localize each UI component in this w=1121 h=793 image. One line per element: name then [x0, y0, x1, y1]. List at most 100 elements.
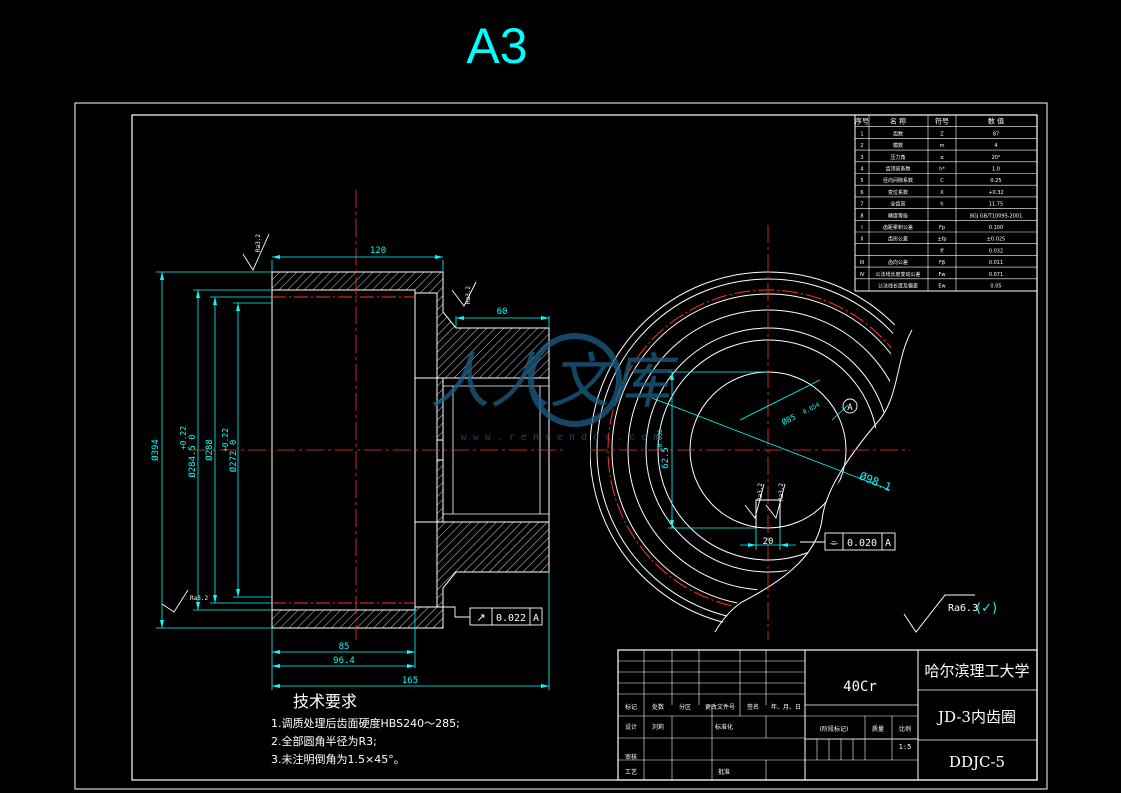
- params-cell: IV: [860, 272, 865, 278]
- scale-value: 1:5: [899, 743, 912, 751]
- symmetry-value: 0.020: [847, 538, 877, 549]
- school-name: 哈尔滨理工大学: [924, 662, 1029, 680]
- params-cell: 2: [860, 143, 863, 149]
- dim-85: 85: [339, 642, 350, 652]
- dim-120: 120: [370, 246, 386, 256]
- params-cell: 1.0: [992, 167, 1000, 173]
- params-cell: 4: [994, 143, 997, 149]
- dim-span: 62.5: [661, 447, 671, 469]
- title-block: [617, 649, 1038, 781]
- dim-key-width: 20: [763, 537, 774, 547]
- inner-border: [131, 114, 1038, 781]
- tech-item-2: 2.全部圆角半径为R3;: [271, 734, 377, 748]
- params-header-cell: 名 称: [890, 117, 906, 126]
- runout-value: 0.022: [496, 613, 526, 624]
- params-cell: 87: [993, 131, 999, 137]
- drawing-number: DDJC-5: [949, 753, 1005, 771]
- params-cell: 4: [860, 167, 863, 173]
- rough-mark-right: Ra3.2: [465, 286, 472, 304]
- standardize-label: 标准化: [715, 723, 733, 731]
- dim-60: 60: [497, 307, 508, 317]
- params-cell: 变位系数: [888, 189, 908, 196]
- params-cell: 齿顶高系数: [885, 166, 910, 173]
- params-cell: 11.75: [989, 202, 1003, 208]
- watermark-url: w w w . r e n r e n d o c . c o m: [461, 432, 660, 443]
- params-cell: 公法线长度变动公差: [875, 271, 920, 278]
- rev-label-1: 处数: [652, 703, 664, 711]
- rev-label-5: 年、月、日: [771, 703, 801, 711]
- params-cell: ff: [940, 248, 944, 254]
- rough-mark-key1: Ra3.2: [757, 483, 764, 501]
- params-cell: ±fp: [937, 237, 946, 243]
- datum-circle: [842, 398, 858, 414]
- sheet-size-label: A3: [466, 18, 527, 74]
- params-cell: ±0.025: [987, 237, 1006, 243]
- params-cell: III: [860, 260, 864, 266]
- roughness-value: Ra6.3: [948, 603, 978, 614]
- params-header-cell: 数 值: [988, 117, 1004, 126]
- rev-label-2: 分区: [679, 703, 691, 711]
- rough-mark-key2: Ra3.2: [778, 483, 785, 501]
- params-cell: 7: [860, 202, 863, 208]
- params-cell: 齿形公差: [888, 236, 908, 243]
- dim-dia-ring: Ø288: [204, 439, 215, 461]
- watermark-text: 人人文库: [430, 347, 679, 417]
- tech-item-1: 1.调质处理后齿面硬度HBS240～285;: [271, 716, 460, 730]
- front-view: A Ø98.1 Ø85 0.054 62.5 -0.036 20 Ra3.2 R…: [590, 225, 920, 650]
- dim-span-tol: -0.036: [657, 429, 664, 451]
- params-header-cell: 符号: [935, 117, 949, 126]
- params-cell: 8GJ GB/T10095-2001: [970, 213, 1023, 219]
- process-label: 工艺: [625, 768, 637, 776]
- section-view: 120 60 85 96.4 165 Ø394 +0.22 Ø284.5 0 Ø…: [150, 190, 565, 690]
- params-cell: m: [940, 143, 945, 149]
- weight-label: 质量: [872, 725, 884, 733]
- review-label: 审核: [625, 753, 637, 761]
- general-roughness: Ra6.3 (✓): [903, 594, 997, 633]
- params-cell: 20°: [992, 155, 1001, 161]
- tech-requirements: 技术要求 1.调质处理后齿面硬度HBS240～285; 2.全部圆角半径为R3;…: [271, 692, 460, 766]
- symmetry-symbol: ⌯: [830, 536, 839, 549]
- dim-bore-small-tol: 0.054: [802, 401, 822, 416]
- design-label: 设计: [625, 723, 637, 731]
- params-cell: Z: [940, 131, 944, 137]
- params-cell: 0.071: [989, 272, 1003, 278]
- params-cell: h: [940, 202, 943, 208]
- params-cell: α: [940, 155, 944, 161]
- title-block-text: 40Cr 哈尔滨理工大学 JD-3内齿圈 DDJC-5 标记 处数 分区 更改文…: [625, 662, 1030, 776]
- params-cell: X: [940, 190, 944, 196]
- params-cell: 6: [860, 190, 863, 196]
- runout-datum: A: [533, 613, 539, 624]
- outer-border: [74, 102, 1048, 790]
- params-cell: Ew: [938, 284, 945, 290]
- params-header-cell: 序号: [855, 117, 869, 126]
- runout-symbol: ↗: [476, 611, 485, 624]
- params-cell: 1: [860, 131, 863, 137]
- params-cell: Fp: [939, 225, 945, 231]
- rev-label-4: 签名: [747, 703, 759, 711]
- symmetry-datum: A: [885, 538, 891, 549]
- params-cell: 0.25: [990, 178, 1001, 184]
- params-cell: 精度等级: [888, 212, 908, 219]
- params-cell: 0.100: [989, 225, 1003, 231]
- dim-96: 96.4: [333, 656, 355, 666]
- params-cell: h*: [939, 167, 945, 173]
- dim-dia-inner: Ø272 0: [228, 440, 239, 473]
- params-cell: 全齿高: [890, 201, 905, 208]
- dim-dia-outer: Ø394: [150, 439, 161, 461]
- dim-dia-mid: Ø284.5 0: [187, 434, 198, 477]
- params-cell: Fw: [939, 272, 946, 278]
- rough-mark-bottom: Ra3.2: [190, 595, 208, 602]
- params-cell: 模数: [893, 142, 903, 149]
- dim-bore-small: Ø85: [780, 412, 798, 428]
- dim-dia-inner-tol: +0.22: [221, 428, 230, 452]
- params-cell: II: [861, 237, 864, 243]
- tech-item-3: 3.未注明倒角为1.5×45°。: [271, 752, 405, 766]
- params-cell: I: [861, 225, 862, 231]
- approve-label: 批准: [718, 768, 730, 776]
- params-cell: 0.011: [989, 260, 1003, 266]
- designer-name: 刘莉: [652, 723, 664, 731]
- params-cell: 0.032: [989, 248, 1003, 254]
- params-cell: 齿数: [893, 130, 903, 137]
- params-cell: 径向间隙系数: [883, 177, 913, 184]
